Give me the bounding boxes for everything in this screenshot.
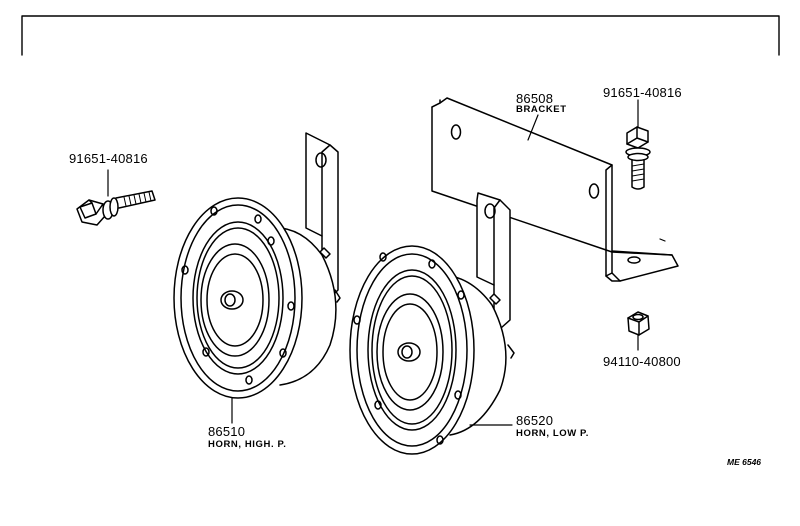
reference-code: ME 6546 [727,457,762,467]
horn-low-drawing [349,192,515,455]
nut-part-number: 94110-40800 [603,354,681,369]
bolt-right-drawing [625,126,651,190]
horn-high-name: HORN, HIGH. P. [208,439,287,450]
leader-lines [107,99,639,426]
horn-low-part-number: 86520 [516,413,554,428]
horn-low-name: HORN, LOW P. [516,428,589,439]
bolt-right-part-number: 91651-40816 [603,85,682,100]
diagram-frame [21,15,780,56]
nut-drawing [627,311,650,336]
bolt-left-part-number: 91651-40816 [69,151,148,166]
bracket-part-number: 86508 [516,91,554,106]
horn-high-part-number: 86510 [208,424,246,439]
horn-high-drawing [173,132,341,399]
leader-bracket [527,114,539,141]
bracket-drawing [431,97,679,282]
bolt-left-drawing [76,190,156,226]
bracket-name: BRACKET [516,104,567,115]
